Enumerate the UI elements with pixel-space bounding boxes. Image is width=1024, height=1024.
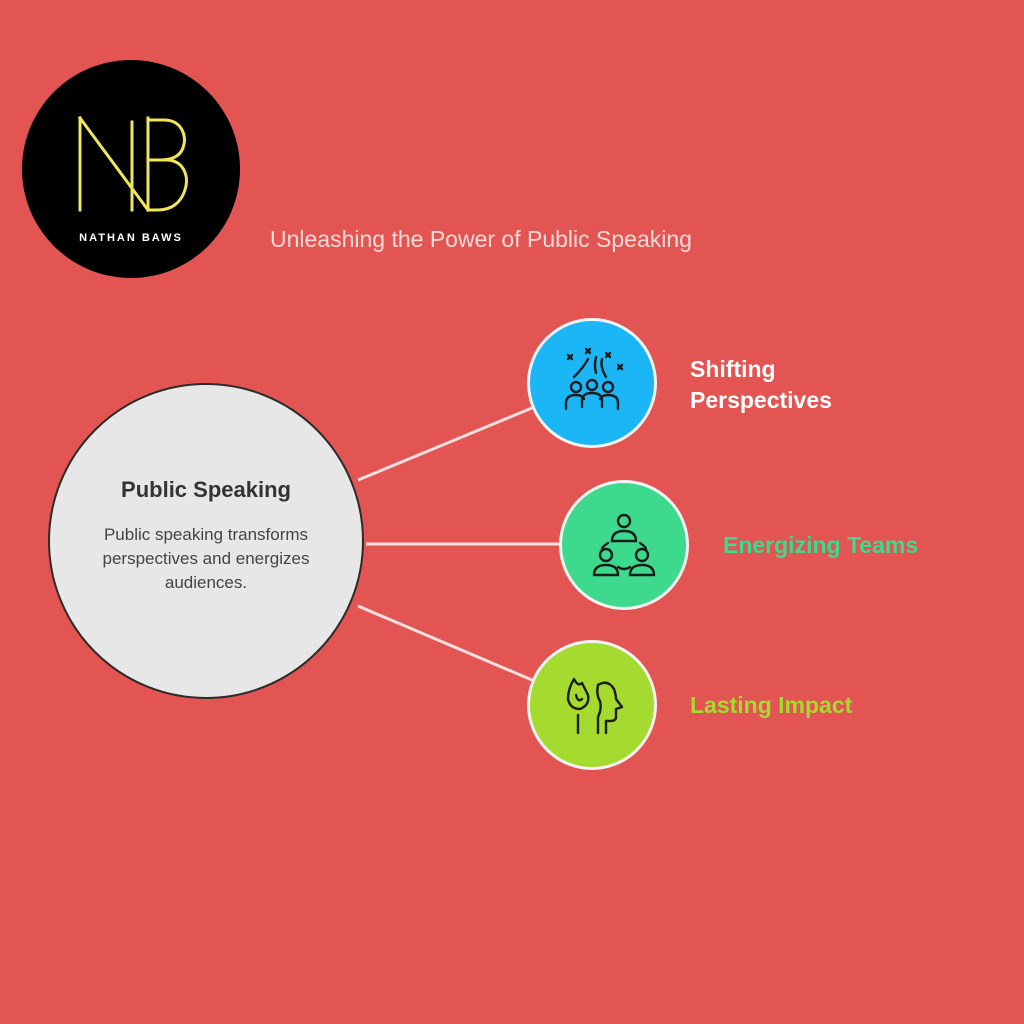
page-title: Unleashing the Power of Public Speaking [270, 226, 692, 252]
brand-logo: NATHAN BAWS [22, 60, 240, 278]
node-shifting-perspectives [527, 318, 657, 448]
team-connection-icon [592, 513, 656, 577]
crowd-cheering-icon [564, 347, 624, 411]
node-label-energizing-teams: Energizing Teams [723, 532, 919, 558]
node-label-shifting-perspectives: Shifting Perspectives [690, 356, 832, 413]
node-lasting-impact [527, 640, 657, 770]
brand-name: NATHAN BAWS [79, 232, 183, 244]
node-label-lasting-impact: Lasting Impact [690, 692, 853, 718]
node-energizing-teams [559, 480, 689, 610]
nb-monogram-icon [77, 115, 188, 213]
flame-head-icon [566, 677, 624, 735]
central-topic-circle: Public Speaking Public speaking transfor… [48, 383, 364, 699]
central-topic-description: Public speaking transforms perspectives … [102, 525, 310, 592]
central-topic-title: Public Speaking [121, 477, 291, 502]
connector-line-1 [357, 406, 533, 482]
connector-line-3 [357, 604, 533, 682]
